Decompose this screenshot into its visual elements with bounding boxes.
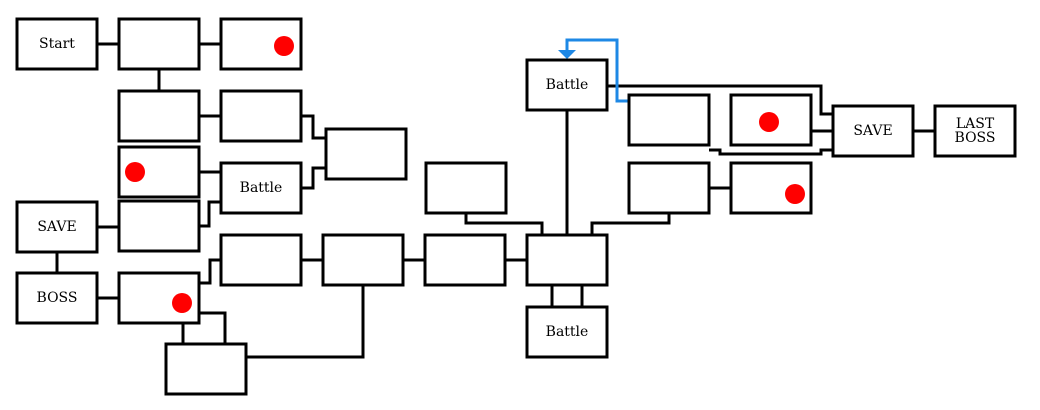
room-battle3: Battle <box>525 305 609 359</box>
connections <box>55 38 935 359</box>
room-box <box>729 161 813 215</box>
room-box <box>117 89 201 143</box>
room-box <box>324 127 408 181</box>
room-box <box>15 200 99 254</box>
corridor <box>607 84 833 116</box>
room-box <box>525 233 609 287</box>
corridor <box>709 148 833 156</box>
corridor <box>199 311 227 344</box>
room-box <box>423 233 507 287</box>
room-box <box>117 17 201 71</box>
room-box <box>117 271 201 325</box>
room-box <box>525 305 609 359</box>
room-hub <box>525 233 609 287</box>
room-box <box>627 161 711 215</box>
arrowhead-icon <box>558 50 576 59</box>
room-r9 <box>164 342 248 396</box>
room-r16 <box>627 161 711 215</box>
room-box <box>424 161 508 215</box>
corridor <box>590 213 671 235</box>
room-label: LAST <box>956 116 995 132</box>
room-box <box>831 104 915 158</box>
room-box <box>219 161 303 215</box>
room-boss: BOSS <box>15 271 99 325</box>
room-r2 <box>219 17 303 71</box>
corridor <box>199 258 221 285</box>
room-r8 <box>117 271 201 325</box>
corridor <box>464 213 544 235</box>
room-box <box>15 17 99 71</box>
room-box <box>933 104 1017 158</box>
room-r6 <box>117 145 201 199</box>
corridor <box>301 114 326 140</box>
room-box <box>219 89 303 143</box>
treasure-icon <box>759 112 779 132</box>
room-label: Battle <box>546 77 589 93</box>
room-r12 <box>423 233 507 287</box>
room-label: Battle <box>240 180 283 196</box>
room-r13 <box>424 161 508 215</box>
room-label: Battle <box>546 324 589 340</box>
room-label: BOSS <box>37 290 78 306</box>
room-r4 <box>219 89 303 143</box>
room-r11 <box>321 233 405 287</box>
treasure-icon <box>274 36 294 56</box>
treasure-icon <box>125 162 145 182</box>
room-box <box>525 58 609 112</box>
room-box <box>117 199 201 253</box>
room-save1: SAVE <box>15 200 99 254</box>
room-r7 <box>117 199 201 253</box>
room-box <box>321 233 405 287</box>
room-label: Start <box>39 36 75 52</box>
room-start: Start <box>15 17 99 71</box>
room-battle1: Battle <box>219 161 303 215</box>
room-r15 <box>729 93 813 147</box>
room-box <box>729 93 813 147</box>
room-r5 <box>324 127 408 181</box>
room-r1 <box>117 17 201 71</box>
loop-arrow <box>565 38 629 103</box>
room-r3 <box>117 89 201 143</box>
room-box <box>627 93 711 147</box>
room-label: BOSS <box>955 130 996 146</box>
treasure-icon <box>785 184 805 204</box>
room-r14 <box>627 93 711 147</box>
room-r17 <box>729 161 813 215</box>
corridor <box>246 285 365 359</box>
room-box <box>164 342 248 396</box>
corridor <box>301 166 326 190</box>
room-r10 <box>219 233 303 287</box>
room-box <box>219 233 303 287</box>
room-box <box>15 271 99 325</box>
corridor <box>199 200 221 228</box>
room-label: SAVE <box>853 123 892 139</box>
room-battle2: Battle <box>525 58 609 112</box>
room-label: SAVE <box>37 219 76 235</box>
treasure-icon <box>172 293 192 313</box>
room-save2: SAVE <box>831 104 915 158</box>
